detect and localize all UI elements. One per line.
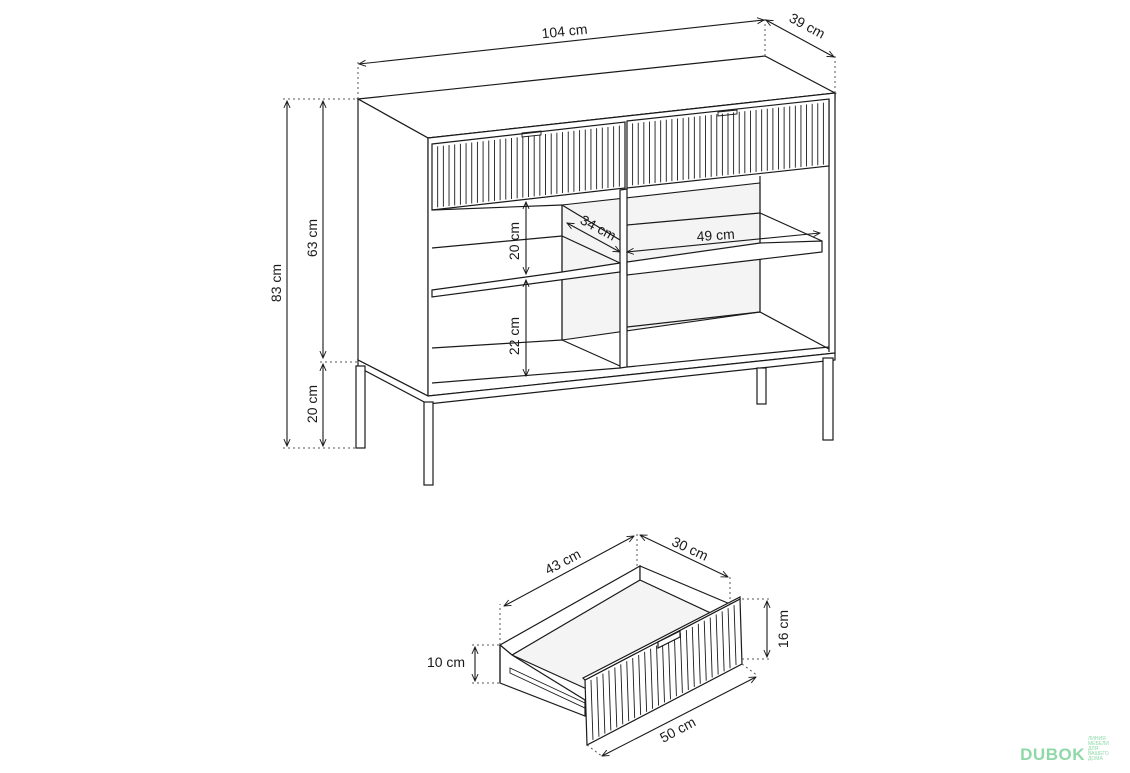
- sideboard: [355, 55, 838, 486]
- drawer-flute-line: [703, 620, 707, 681]
- depth-label: 39 cm: [787, 10, 828, 42]
- width-label: 104 cm: [541, 21, 588, 42]
- drawer-front-width-label: 50 cm: [657, 714, 698, 746]
- total-height-label: 83 cm: [268, 264, 284, 302]
- drawer-handle: [657, 630, 681, 649]
- drawer-flutes: [437, 102, 824, 208]
- drawer-runner: [509, 667, 586, 709]
- drawer-flute-line: [590, 679, 594, 740]
- upper-shelf-height-label: 20 cm: [506, 222, 522, 260]
- drawer-flute-line: [715, 614, 719, 675]
- drawer-flute-line: [596, 676, 600, 737]
- leg-front-right: [822, 357, 834, 441]
- drawer-flute-line: [721, 611, 725, 672]
- drawer-flute-line: [697, 623, 701, 684]
- drawer-front-height-label: 16 cm: [775, 610, 791, 648]
- brand-logo: DUBOK ЛИНИЯ МЕБЕЛИ ДЛЯ ВАШЕГО ДОМА: [1020, 737, 1116, 765]
- drawer-handle-left: [521, 130, 542, 138]
- center-divider: [619, 188, 628, 369]
- shelf-width-label: 49 cm: [696, 226, 735, 245]
- leg-back-left: [355, 365, 366, 449]
- leg-front-left: [423, 401, 434, 486]
- body-height-label: 63 cm: [304, 219, 320, 257]
- leg-height-label: 20 cm: [304, 385, 320, 423]
- drawer-flute-line: [733, 605, 737, 666]
- drawer-flute-line: [727, 608, 731, 669]
- drawer-inner-width-label: 43 cm: [542, 546, 583, 578]
- drawer-handle-right: [717, 109, 738, 117]
- drawer: [498, 564, 743, 746]
- lower-shelf-height-label: 22 cm: [506, 317, 522, 355]
- sideboard-left-side: [357, 97, 429, 397]
- brand-tagline: ЛИНИЯ МЕБЕЛИ ДЛЯ ВАШЕГО ДОМА: [1088, 736, 1109, 762]
- drawer-box-height-label: 10 cm: [427, 654, 465, 670]
- brand-name: DUBOK: [1020, 745, 1085, 764]
- leg-back-right: [756, 367, 767, 405]
- drawer-flute-line: [709, 617, 713, 678]
